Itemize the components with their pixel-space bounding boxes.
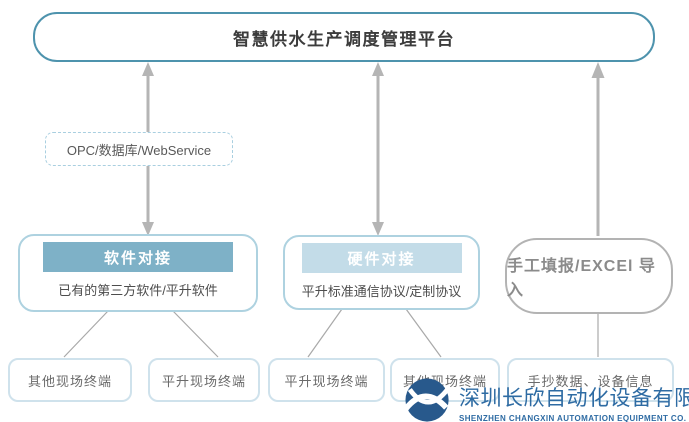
terminal-label: 平升现场终端 — [284, 373, 369, 389]
branch-lines — [63, 308, 599, 358]
company-watermark: 深圳长欣自动化设备有限公司 SHENZHEN CHANGXIN AUTOMATI… — [403, 377, 689, 422]
platform-title: 智慧供水生产调度管理平台 — [233, 29, 455, 49]
terminal-box-pingsheng-1: 平升现场终端 — [148, 358, 260, 402]
hardware-docking-subtitle: 平升标准通信协议/定制协议 — [301, 284, 462, 299]
terminal-label: 平升现场终端 — [161, 373, 246, 389]
manual-entry-title: 手工填报/EXCEl 导入 — [507, 258, 656, 299]
hardware-docking-box: 硬件对接 平升标准通信协议/定制协议 — [283, 235, 480, 310]
terminal-box-manual-data: 手抄数据、设备信息 — [507, 358, 674, 402]
opc-interface-label: OPC/数据库/WebService — [45, 132, 233, 166]
terminal-label: 其他现场终端 — [27, 373, 112, 389]
manual-entry-box: 手工填报/EXCEl 导入 — [505, 238, 673, 314]
hardware-docking-title: 硬件对接 — [301, 243, 462, 273]
company-name-cn: 深圳长欣自动化设备有限公司 — [459, 387, 689, 410]
terminal-box-other-1: 其他现场终端 — [8, 358, 132, 402]
double-arrow-hardware — [372, 62, 384, 236]
company-name-en: SHENZHEN CHANGXIN AUTOMATION EQUIPMENT C… — [459, 414, 689, 422]
software-docking-subtitle: 已有的第三方软件/平升软件 — [58, 283, 218, 298]
company-logo-icon — [403, 378, 451, 422]
opc-interface-text: OPC/数据库/WebService — [66, 142, 212, 158]
software-docking-box: 软件对接 已有的第三方软件/平升软件 — [18, 234, 258, 312]
software-docking-title: 软件对接 — [43, 242, 233, 272]
up-arrow-manual — [591, 62, 605, 236]
company-name-block: 深圳长欣自动化设备有限公司 SHENZHEN CHANGXIN AUTOMATI… — [459, 377, 689, 422]
terminal-box-pingsheng-2: 平升现场终端 — [268, 358, 385, 402]
platform-box: 智慧供水生产调度管理平台 — [33, 12, 655, 62]
terminal-label: 手抄数据、设备信息 — [527, 373, 654, 389]
